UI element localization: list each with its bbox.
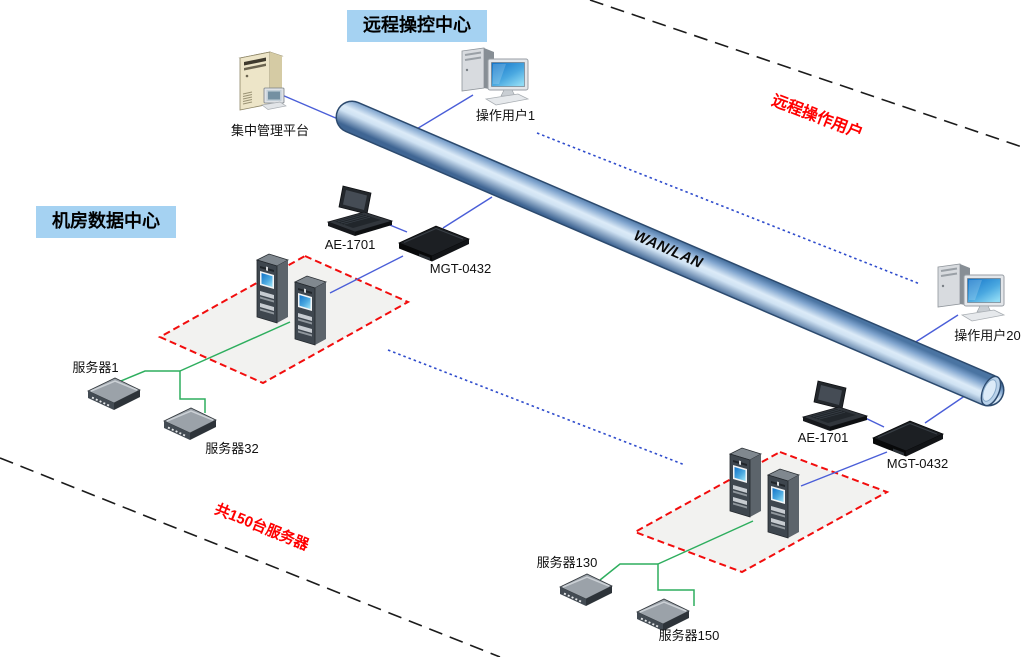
- link-rack-junction-top: [179, 321, 291, 372]
- datacenter-title: 机房数据中心: [36, 206, 176, 238]
- kvm-console-icon-bottom: [802, 380, 868, 432]
- server130-label: 服务器130: [536, 555, 598, 570]
- user20-label: 操作用户20: [954, 328, 1021, 343]
- dotted-link-racks: [387, 349, 686, 466]
- tower-server-icon-mgmt: [239, 51, 287, 111]
- link-server130: [599, 563, 658, 581]
- rack-zone-top: [157, 254, 411, 385]
- rack-zone-bottom: [632, 450, 890, 574]
- link-mgt-rack-bottom: [800, 451, 888, 487]
- dotted-links: [387, 132, 921, 466]
- link-server32: [179, 371, 206, 413]
- wan-lan-pipe: WAN/LAN: [335, 100, 1005, 407]
- rack-icon-bottom-1: [729, 447, 762, 518]
- server-zone-boundary: [0, 457, 501, 657]
- green-links: [115, 321, 754, 606]
- server-box-icon-1: [87, 377, 141, 411]
- server-box-icon-150: [636, 598, 690, 632]
- server1-label: 服务器1: [72, 360, 119, 375]
- workstation-icon-user20: [937, 263, 1005, 322]
- server-box-icon-32: [163, 407, 217, 441]
- kvm-switch-icon-top: [398, 225, 470, 263]
- link-mgmt-pipe: [281, 94, 346, 123]
- server150-label: 服务器150: [658, 628, 720, 643]
- link-mgt-pipe-top: [442, 196, 493, 229]
- rack-icon-bottom-2: [767, 468, 800, 539]
- mgmt-platform-label: 集中管理平台: [230, 123, 309, 138]
- kvm-console-icon-top: [327, 185, 393, 237]
- ae1701-bottom-label: AE-1701: [797, 430, 849, 445]
- link-mgt-rack-top: [329, 255, 404, 294]
- pipe-opening: [982, 379, 997, 402]
- dotted-link-users: [536, 132, 921, 285]
- user1-label: 操作用户1: [475, 108, 536, 123]
- link-rack-junction-bottom: [657, 520, 754, 565]
- remote-zone-boundary: [589, 0, 1025, 149]
- mgt0432-top-label: MGT-0432: [429, 261, 492, 276]
- rack-icon-top-2: [294, 275, 327, 346]
- server32-label: 服务器32: [205, 441, 259, 456]
- link-user1-pipe: [414, 94, 474, 131]
- blue-links: [281, 94, 973, 487]
- rack-zones: [157, 254, 890, 574]
- server-box-icon-130: [559, 573, 613, 607]
- remote-center-title: 远程操控中心: [347, 10, 487, 42]
- ae1701-top-label: AE-1701: [324, 237, 376, 252]
- link-server1: [115, 370, 180, 384]
- link-server150: [657, 564, 695, 606]
- mgt0432-bottom-label: MGT-0432: [886, 456, 949, 471]
- rack-icon-top-1: [256, 253, 289, 324]
